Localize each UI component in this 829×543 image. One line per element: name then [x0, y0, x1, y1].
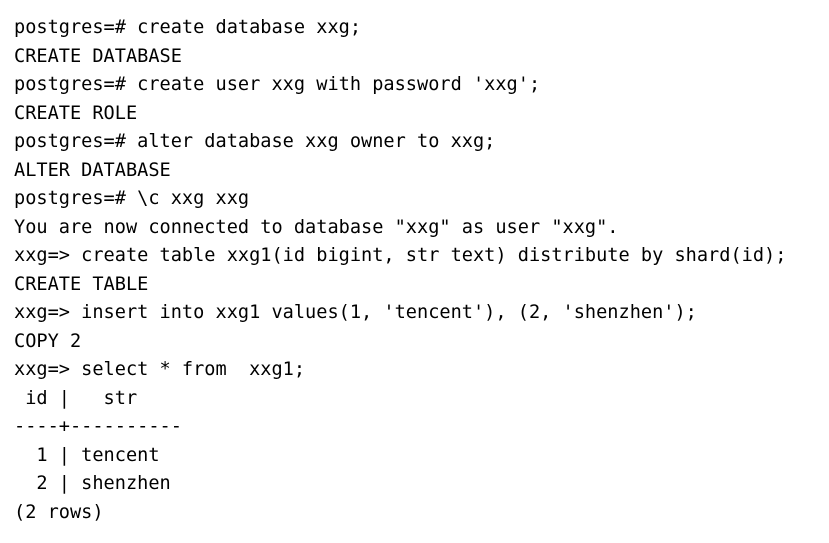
command-connect: postgres=# \c xxg xxg [14, 188, 250, 209]
table-row: 1 | tencent [14, 444, 160, 466]
row-count: (2 rows) [14, 501, 104, 523]
command-create-database: postgres=# create database xxg; [14, 17, 362, 38]
command-alter-database-owner: postgres=# alter database xxg owner to x… [14, 131, 496, 152]
result-copy: COPY 2 [14, 330, 82, 352]
terminal-output[interactable]: postgres=# create database xxg; CREATE D… [14, 14, 824, 527]
table-header: id | str [14, 387, 138, 409]
command-select: xxg=> select * from xxg1; [14, 359, 306, 380]
command-create-table: xxg=> create table xxg1(id bigint, str t… [14, 245, 787, 266]
table-separator: ----+---------- [14, 416, 182, 437]
command-create-user: postgres=# create user xxg with password… [14, 74, 541, 95]
result-alter-database: ALTER DATABASE [14, 159, 171, 181]
result-create-table: CREATE TABLE [14, 273, 149, 295]
result-create-database: CREATE DATABASE [14, 45, 182, 67]
connection-message: You are now connected to database "xxg" … [14, 216, 619, 238]
table-row: 2 | shenzhen [14, 473, 171, 494]
command-insert: xxg=> insert into xxg1 values(1, 'tencen… [14, 302, 697, 323]
result-create-role: CREATE ROLE [14, 102, 138, 124]
